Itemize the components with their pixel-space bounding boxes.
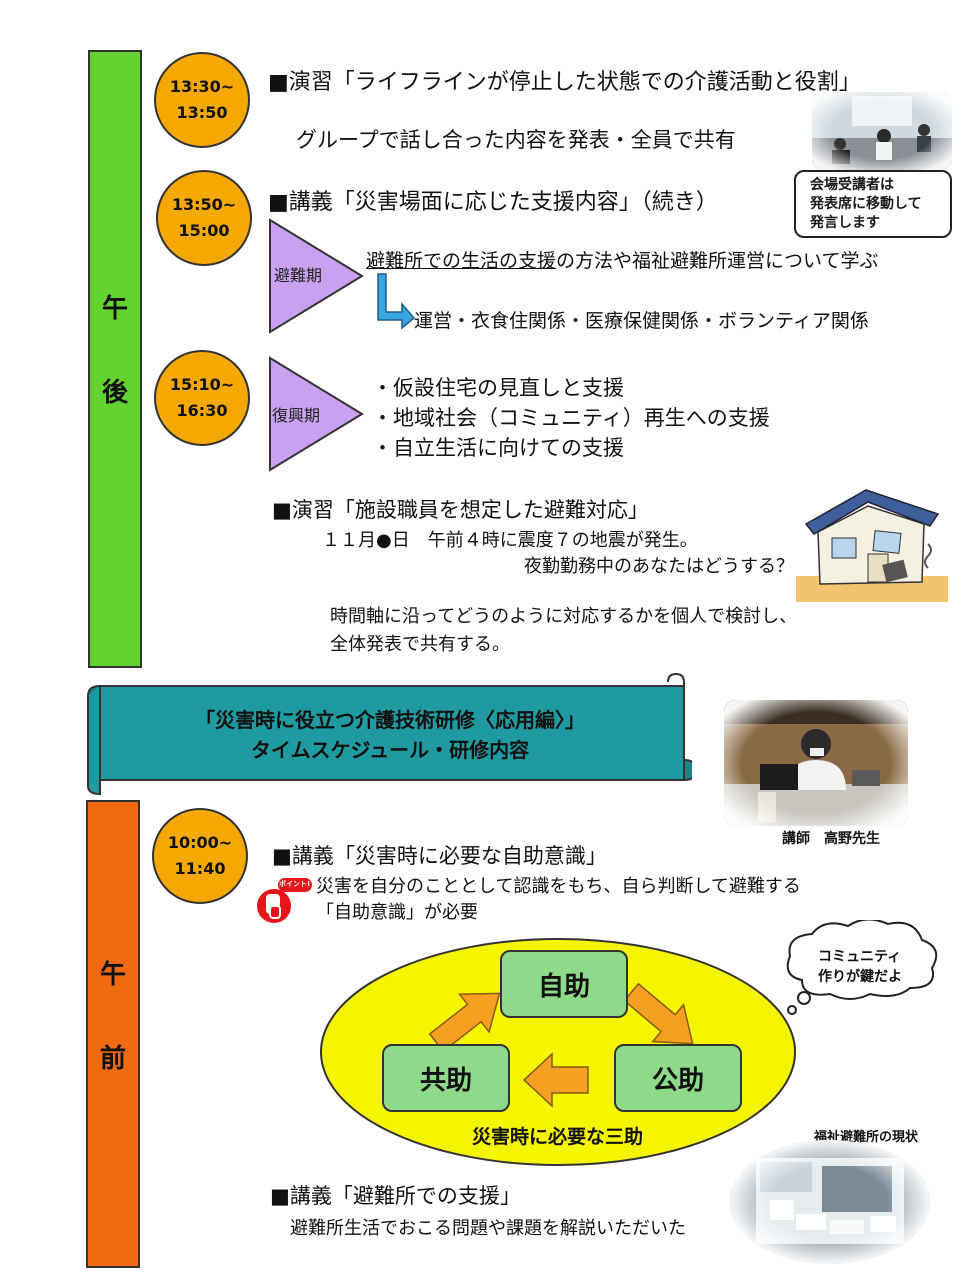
- self-help-desc-1: 災害を自分のこととして認識をもち、自ら判断して避難する: [316, 876, 801, 897]
- three-help-caption: 災害時に必要な三助: [472, 1126, 644, 1148]
- evacuation-line1-rest: の方法や福祉避難所運営について学ぶ: [556, 250, 879, 272]
- time-circle-1330: 13:30~ 13:50: [154, 52, 250, 148]
- exercise-evacuation-heading: ■演習「施設職員を想定した避難対応」: [272, 498, 649, 522]
- welfare-shelter-photo: [730, 1140, 930, 1264]
- evacuation-line1: 避難所での生活の支援の方法や福祉避難所運営について学ぶ: [366, 246, 878, 273]
- point-label: ポイント!: [279, 880, 311, 888]
- morning-bar: 午 前: [86, 800, 140, 1268]
- mutual-help-box: 共助: [382, 1044, 510, 1112]
- recovery-bullet-2: ・地域社会（コミュニティ）再生への支援: [372, 406, 770, 430]
- recovery-bullet-1: ・仮設住宅の見直しと支援: [372, 376, 624, 400]
- time-circle-1350: 13:50~ 15:00: [156, 170, 252, 266]
- recovery-phase-triangle: [269, 356, 364, 472]
- bubble-line1: コミュニティ: [818, 949, 902, 965]
- exercise-lifeline-desc: グループで話し合った内容を発表・全員で共有: [296, 128, 736, 152]
- earthquake-scenario-2: 夜勤勤務中のあなたはどうする？: [524, 556, 794, 577]
- self-help-desc-2: 「自助意識」が必要: [316, 902, 478, 923]
- time-circle-1510: 15:10~ 16:30: [154, 350, 250, 446]
- elbow-arrow-icon: [377, 273, 416, 330]
- self-help-box: 自助: [500, 950, 628, 1018]
- exercise-lifeline-heading: ■演習「ライフラインが停止した状態での介護活動と役割」: [268, 70, 861, 95]
- earthquake-scenario-1: １１月●日 午前４時に震度７の地震が発生。: [322, 530, 698, 551]
- lecture-shelter-heading: ■講義「避難所での支援」: [270, 1184, 521, 1208]
- afternoon-label-top: 午: [101, 294, 128, 324]
- bubble-line2: 作りが鍵だよ: [818, 969, 902, 985]
- evacuation-phase-triangle: [269, 218, 364, 334]
- group-discussion-photo: [812, 92, 952, 170]
- afternoon-bar: 午 後: [88, 50, 142, 668]
- exercise-desc-2: 全体発表で共有する。: [330, 634, 510, 655]
- damaged-house-icon: [796, 489, 948, 602]
- thought-bubble: [786, 920, 938, 1015]
- lecturer-caption: 講師 高野先生: [782, 831, 880, 847]
- morning-label-bottom: 前: [99, 1044, 126, 1074]
- speaker-callout: 会場受講者は 発表席に移動して 発言します: [794, 170, 952, 238]
- title-banner-scroll: [86, 672, 692, 796]
- exercise-desc-1: 時間軸に沿ってどうのように対応するかを個人で検討し、: [330, 606, 798, 627]
- lecture-self-help-heading: ■講義「災害時に必要な自助意識」: [272, 844, 607, 868]
- recovery-bullet-3: ・自立生活に向けての支援: [372, 436, 624, 460]
- lecture-support-heading: ■講義「災害場面に応じた支援内容」（続き）: [268, 190, 718, 215]
- banner-title-line2: タイムスケジュール・研修内容: [250, 738, 530, 762]
- time-circle-1000: 10:00~ 11:40: [152, 808, 248, 904]
- public-help-box: 公助: [614, 1044, 742, 1112]
- recovery-phase-label: 復興期: [272, 406, 321, 425]
- evacuation-phase-label: 避難期: [274, 266, 323, 285]
- lecturer-photo: [724, 700, 908, 826]
- point-icon: ポイント!: [252, 876, 312, 926]
- banner-title-line1: 「災害時に役立つ介護技術研修〈応用編〉」: [195, 708, 585, 732]
- morning-label-top: 午: [99, 960, 126, 990]
- lecture-shelter-desc: 避難所生活でおこる問題や課題を解説いただいた: [290, 1218, 686, 1239]
- evacuation-line2: 運営・衣食住関係・医療保健関係・ボランティア関係: [414, 310, 869, 332]
- afternoon-label-bottom: 後: [101, 378, 128, 408]
- evacuation-line1-underlined: 避難所での生活の支援: [366, 250, 557, 272]
